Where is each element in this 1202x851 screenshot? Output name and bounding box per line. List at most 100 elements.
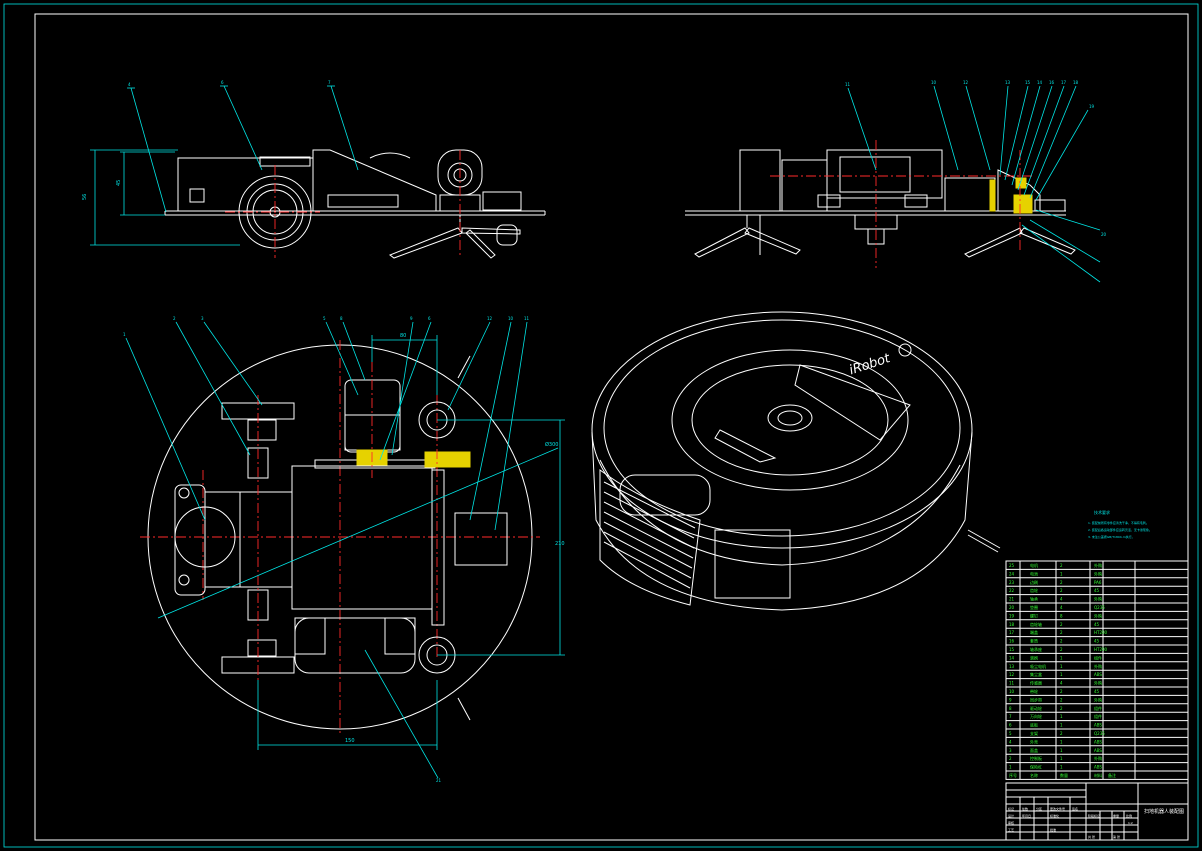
balloon: 15 bbox=[1025, 80, 1031, 85]
bom-cell: ABS bbox=[1094, 739, 1102, 744]
tb-label: 比例 bbox=[1126, 813, 1132, 818]
logo-text: iRobot bbox=[848, 351, 893, 378]
isometric-robot-view: iRobot bbox=[591, 311, 1001, 611]
bom-cell: 外购 bbox=[1094, 680, 1102, 686]
bom-cell: 齿轮 bbox=[1030, 587, 1038, 593]
bom-cell: 4 bbox=[1060, 605, 1063, 610]
balloon: 1 bbox=[123, 332, 126, 337]
bom-cell: 8 bbox=[1009, 706, 1012, 711]
bom-cell: 吸尘电机 bbox=[1030, 663, 1046, 669]
bom-cell: 19 bbox=[1009, 613, 1015, 618]
bom-header-cell: 序号 bbox=[1009, 772, 1017, 778]
tb-label: 重量 bbox=[1113, 813, 1119, 818]
outer-border bbox=[3, 3, 1199, 848]
balloon: 9 bbox=[410, 316, 413, 321]
tb-label: 阶段标记 bbox=[1088, 813, 1100, 818]
tb-label: 处数 bbox=[1022, 806, 1028, 811]
bom-cell: 21 bbox=[1009, 597, 1015, 602]
bom-cell: 2 bbox=[1060, 689, 1063, 694]
bom-cell: ABS bbox=[1094, 672, 1102, 677]
drawing-title: 扫地机器人装配图 bbox=[1144, 808, 1184, 815]
bom-cell: 2 bbox=[1060, 731, 1063, 736]
bom-cell: 45 bbox=[1094, 622, 1100, 627]
bom-cell: 2 bbox=[1060, 588, 1063, 593]
balloon: 11 bbox=[845, 82, 851, 87]
balloon: 3 bbox=[201, 316, 204, 321]
bom-cell: 6 bbox=[1009, 723, 1012, 728]
bom-cell: 外购 bbox=[1094, 663, 1102, 669]
bom-cell: ABS bbox=[1094, 765, 1102, 770]
bom-cell: 外壳 bbox=[1030, 738, 1038, 744]
balloon: 13 bbox=[1005, 80, 1011, 85]
bom-cell: 套筒 bbox=[1030, 638, 1038, 644]
balloon: 14 bbox=[1037, 80, 1043, 85]
bom-cell: 组件 bbox=[1094, 713, 1102, 719]
bom-header-cell: 材料 bbox=[1094, 772, 1102, 778]
bom-cell: 4 bbox=[1009, 739, 1012, 744]
bom-header-cell: 数量 bbox=[1060, 772, 1068, 778]
balloon: 5 bbox=[323, 316, 326, 321]
bom-cell: 底板 bbox=[1030, 722, 1038, 728]
notes-line: 1. 装配前所有零件应清洗干净，不得有毛刺。 bbox=[1088, 520, 1149, 525]
bom-cell: 17 bbox=[1009, 630, 1015, 635]
bom-cell: 4 bbox=[1060, 681, 1063, 686]
bom-cell: 1 bbox=[1060, 739, 1063, 744]
bom-cell: 传感器 bbox=[1030, 680, 1042, 686]
bom-cell: ABS bbox=[1094, 723, 1102, 728]
bom-cell: 控制板 bbox=[1030, 755, 1042, 761]
bom-cell: 14 bbox=[1009, 655, 1015, 660]
bom-cell: 2 bbox=[1060, 697, 1063, 702]
title-block: 标记 处数 分区 更改文件号 签名 设计 标准化 阶段标记 重量 比例 1:2 … bbox=[1005, 782, 1189, 841]
bom-cell: 组件 bbox=[1094, 705, 1102, 711]
bom-cell: 22 bbox=[1009, 588, 1015, 593]
bom-cell: 1 bbox=[1060, 723, 1063, 728]
balloon: 11 bbox=[524, 316, 530, 321]
balloon: 10 bbox=[508, 316, 514, 321]
bom-cell: 2 bbox=[1060, 647, 1063, 652]
bom-cell: 24 bbox=[1009, 571, 1015, 576]
bom-header-cell: 备注 bbox=[1108, 772, 1116, 778]
side-view-right bbox=[685, 85, 1101, 283]
bom-cell: 2 bbox=[1060, 622, 1063, 627]
balloon: 8 bbox=[340, 316, 343, 321]
bom-cell: 45 bbox=[1094, 689, 1100, 694]
bom-cell: 18 bbox=[1009, 622, 1015, 627]
balloon: 18 bbox=[1073, 80, 1079, 85]
bom-cell: 2 bbox=[1060, 563, 1063, 568]
bom-cell: 边刷 bbox=[1030, 579, 1038, 585]
bom-cell: 端盖 bbox=[1030, 629, 1038, 635]
bom-cell: 保险杠 bbox=[1030, 764, 1042, 770]
balloon: 7 bbox=[328, 80, 331, 85]
balloon: 6 bbox=[221, 80, 224, 85]
bom-cell: 2 bbox=[1060, 630, 1063, 635]
notes-line: 2. 装配后各运动部件应运转灵活，无卡滞现象。 bbox=[1088, 527, 1152, 532]
bom-cell: 11 bbox=[1009, 681, 1015, 686]
bom-cell: 外购 bbox=[1094, 755, 1102, 761]
bom-cell: HT200 bbox=[1094, 630, 1108, 635]
bom-cell: 2 bbox=[1060, 639, 1063, 644]
bom-cell: 带轮 bbox=[1030, 688, 1038, 694]
top-view bbox=[125, 321, 565, 779]
bom-cell: 滚刷 bbox=[1030, 654, 1038, 660]
bom-cell: 1 bbox=[1060, 664, 1063, 669]
bom-cell: 外购 bbox=[1094, 696, 1102, 702]
bom-cell: 轴承 bbox=[1030, 596, 1038, 602]
dim-top-height-right: 210 bbox=[555, 541, 565, 547]
bom-cell: 45 bbox=[1094, 588, 1100, 593]
bom-cell: 电池 bbox=[1030, 570, 1038, 576]
tb-label: 年月日 bbox=[1022, 813, 1031, 818]
bom-cell: 1 bbox=[1060, 714, 1063, 719]
bom-cell: 外购 bbox=[1094, 570, 1102, 576]
tb-label: 工艺 bbox=[1008, 827, 1014, 832]
tb-label: 签名 bbox=[1072, 806, 1078, 811]
dim-top-diameter: Ø300 bbox=[545, 441, 558, 448]
bom-cell: HT200 bbox=[1094, 647, 1108, 652]
tb-label: 更改文件号 bbox=[1050, 806, 1065, 811]
tb-label: 共 张 bbox=[1088, 834, 1095, 839]
bom-cell: 25 bbox=[1009, 563, 1015, 568]
bom-cell: 20 bbox=[1009, 605, 1015, 610]
tb-scale: 1:2 bbox=[1128, 821, 1133, 825]
balloon: 6 bbox=[428, 316, 431, 321]
